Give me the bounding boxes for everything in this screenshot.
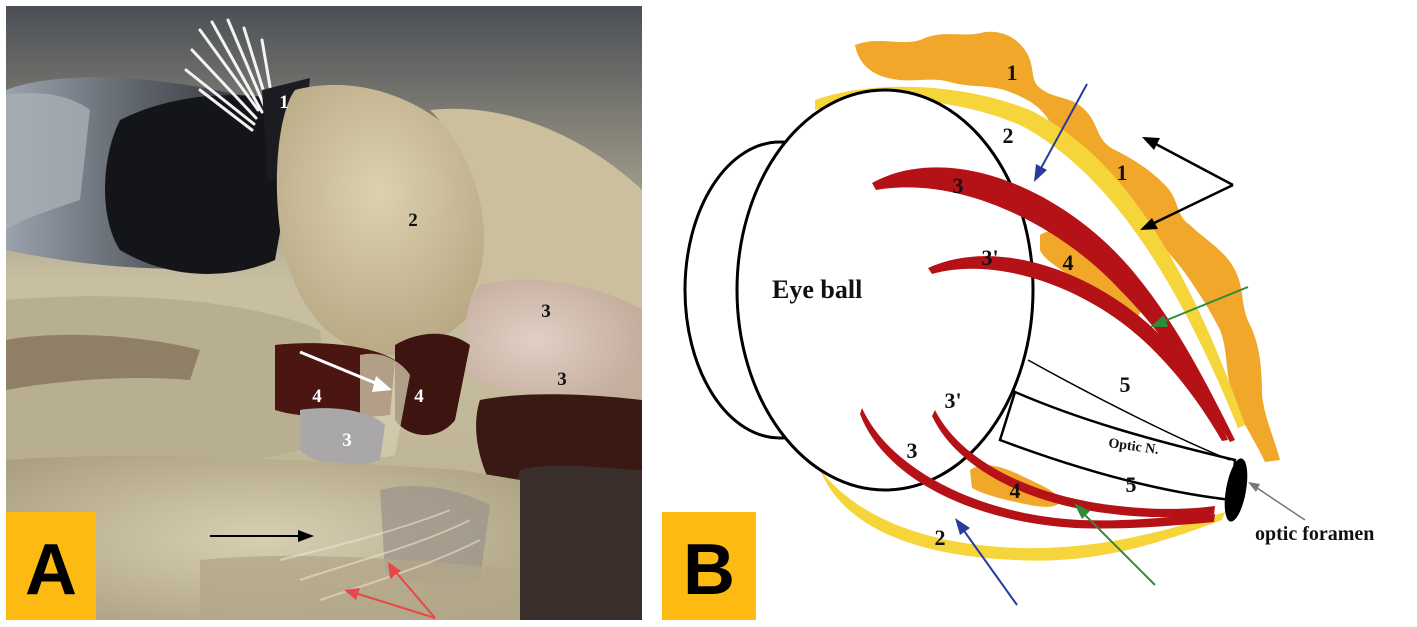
pale-tissue-right	[430, 108, 642, 343]
orbital-fat-patch-upper	[1040, 230, 1141, 319]
black-double-arrow	[1140, 137, 1234, 230]
label-a-3-bottom: 3	[342, 430, 352, 451]
panel-a-letter-box	[6, 512, 96, 620]
lacrimal-gland-lobe	[276, 84, 502, 356]
light-fur	[6, 93, 90, 230]
panel-b: B	[662, 31, 1374, 620]
yellow-band-upper	[815, 86, 1245, 428]
label-a-1: 1	[279, 92, 289, 113]
label-b-2-bottom: 2	[935, 525, 946, 550]
blue-arrow-lower	[955, 518, 1018, 606]
fiber-strands	[279, 509, 481, 601]
panel-b-letter: B	[683, 530, 735, 610]
label-b-2-top: 2	[1003, 123, 1014, 148]
optic-foramen-label: optic foramen	[1255, 523, 1374, 545]
white-arrow-a	[299, 350, 392, 392]
label-b-4-upper: 4	[1063, 250, 1074, 275]
label-b-3-lower: 3	[907, 438, 918, 463]
muscle-3-upper	[872, 167, 1235, 442]
label-b-3prime-upper: 3'	[981, 245, 998, 270]
green-arrow-lower	[1074, 503, 1156, 586]
label-b-5-lower: 5	[1126, 472, 1137, 497]
label-a-4-right: 4	[414, 386, 424, 407]
brown-streak	[6, 334, 200, 390]
optic-nerve-label: Optic N.	[1107, 436, 1159, 458]
extraocular-muscles	[860, 167, 1235, 529]
pink-tissue	[464, 279, 642, 402]
optic-foramen-mark	[1224, 458, 1248, 522]
label-b-5-upper: 5	[1120, 372, 1131, 397]
muscle-3prime-upper	[928, 256, 1228, 441]
eyeball-label: Eye ball	[772, 275, 862, 304]
blue-tissue	[300, 408, 385, 466]
yellow-band-lower	[820, 470, 1225, 561]
blue-arrow-upper	[1034, 83, 1088, 182]
bottom-tissue-band	[200, 555, 520, 620]
label-b-3prime-lower: 3'	[944, 388, 961, 413]
black-arrow-a	[210, 530, 314, 542]
panel-b-letter-box	[662, 512, 756, 620]
muscle-dark-right	[395, 333, 470, 435]
grey-arrow-foramen	[1248, 482, 1306, 521]
label-a-3-right: 3	[557, 369, 567, 390]
cone-line-upper	[1027, 359, 1231, 461]
panel-a: 1 2 3 3 3 4 4 A	[6, 6, 642, 620]
label-a-4-left: 4	[312, 386, 322, 407]
dark-lower-right	[512, 465, 642, 620]
label-a-2: 2	[408, 210, 418, 231]
label-b-4-lower: 4	[1010, 478, 1021, 503]
label-a-3-top: 3	[541, 301, 551, 322]
green-arrow-upper	[1150, 286, 1249, 327]
dark-eyelid	[105, 95, 300, 274]
label-b-1-right: 1	[1117, 160, 1128, 185]
label-b-3-upper: 3	[953, 173, 964, 198]
label-b-1-top: 1	[1007, 60, 1018, 85]
red-arrows-a	[344, 562, 436, 619]
panel-a-letter: A	[25, 530, 77, 610]
